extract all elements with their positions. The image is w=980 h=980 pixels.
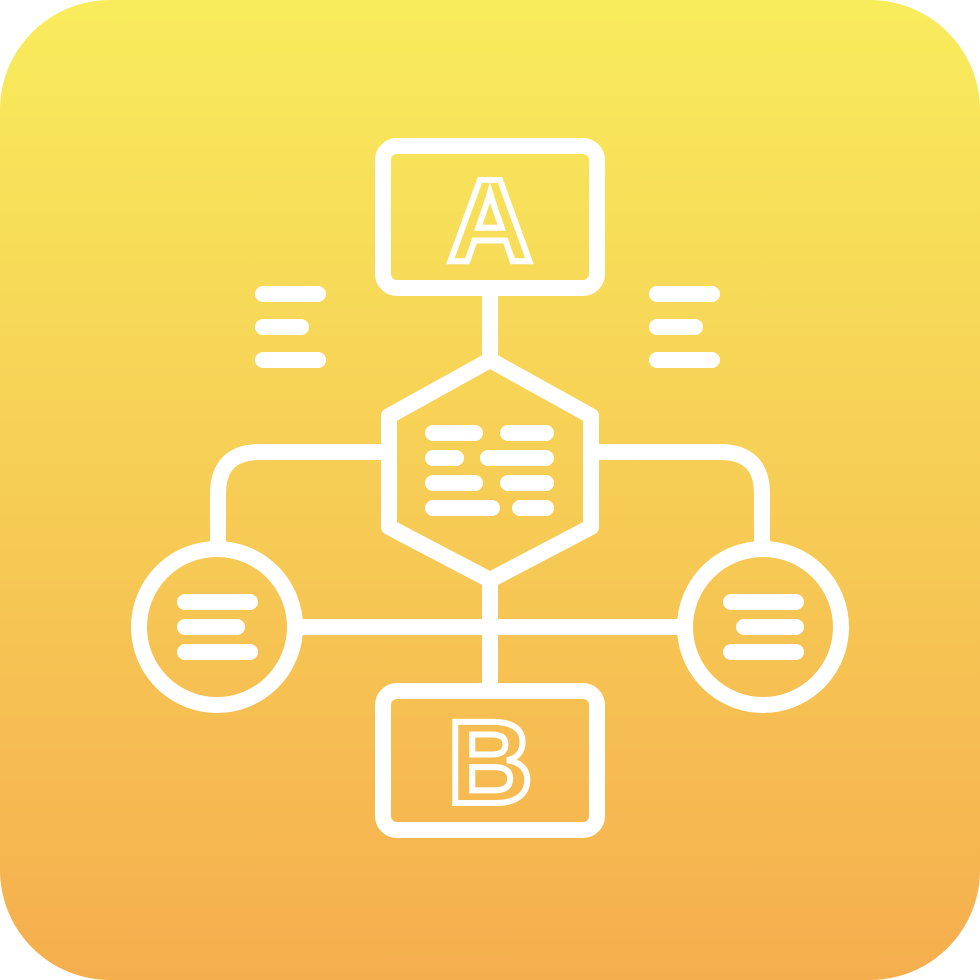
top-box-label: A xyxy=(447,155,532,287)
connector-left-branch xyxy=(210,444,397,554)
center-hexagon xyxy=(381,352,599,588)
side-text-lines-left xyxy=(255,286,326,368)
connector-right-branch xyxy=(583,444,770,554)
left-circle-text-lines xyxy=(177,594,258,660)
bottom-box-label: B xyxy=(447,697,532,829)
side-text-lines-right xyxy=(649,286,720,368)
hexagon-text-lines xyxy=(425,425,554,516)
right-circle-text-lines xyxy=(723,594,804,660)
